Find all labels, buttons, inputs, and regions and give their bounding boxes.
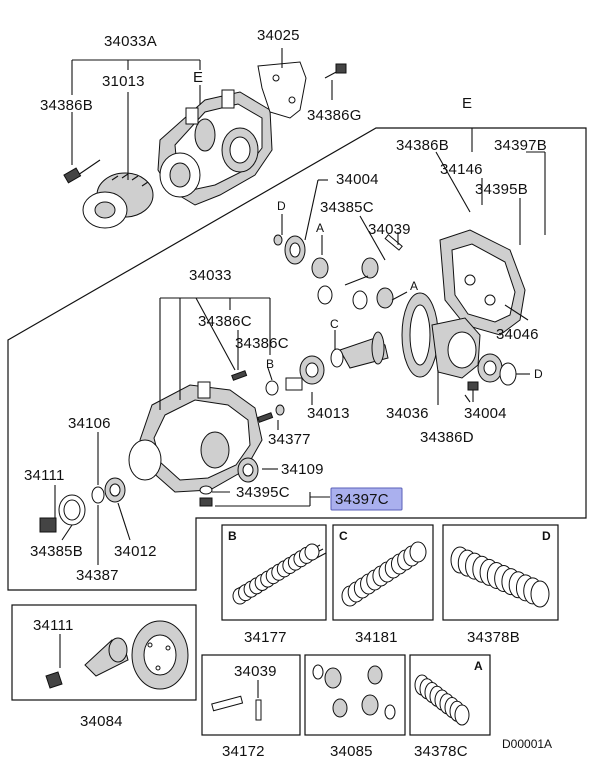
rear-cover-34046 <box>439 229 526 336</box>
footer-code: D00001A <box>502 737 552 751</box>
label-D-b: D <box>534 367 543 381</box>
label-A-b: A <box>410 279 418 293</box>
shim-set-b <box>232 543 327 605</box>
bolt-34386G <box>324 63 347 79</box>
panel-c-part: 34181 <box>355 629 398 646</box>
label-34385B: 34385B <box>30 543 83 560</box>
label-34386B-top: 34386B <box>40 97 93 114</box>
housing-34033 <box>128 381 263 493</box>
shim-ring <box>304 543 320 561</box>
exploded-view-frame <box>7 127 587 591</box>
panel-d-frame <box>442 524 559 621</box>
label-D-a: D <box>277 199 286 213</box>
panel-c-frame <box>332 524 434 621</box>
panel-shaft-part-top: 34039 <box>234 663 277 680</box>
label-34039: 34039 <box>368 221 411 238</box>
label-34397C: 34397C <box>335 491 389 508</box>
drive-pinion <box>285 331 389 391</box>
label-34036: 34036 <box>386 405 429 422</box>
panel-shaft-part: 34172 <box>222 743 265 760</box>
diff-internals <box>273 233 403 310</box>
seal-34109 <box>237 457 259 483</box>
label-34004-bottom: 34004 <box>464 405 507 422</box>
label-34386B-right: 34386B <box>396 137 449 154</box>
label-34109: 34109 <box>281 461 324 478</box>
label-34386C-a: 34386C <box>198 313 252 330</box>
highlight-34397C <box>330 487 403 511</box>
panel-diff-part: 34085 <box>330 743 373 760</box>
label-34386C-b: 34386C <box>235 335 289 352</box>
panel-d-letter: D <box>542 529 551 543</box>
shim-set-d <box>450 546 550 608</box>
label-31013: 31013 <box>102 73 145 90</box>
label-E-box: E <box>462 95 472 112</box>
label-A-a: A <box>316 221 324 235</box>
shim-ring <box>454 704 470 726</box>
label-34012: 34012 <box>114 543 157 560</box>
panel-a-letter: A <box>474 659 483 673</box>
label-34146: 34146 <box>440 161 483 178</box>
label-34013: 34013 <box>307 405 350 422</box>
shim-set-a <box>414 674 470 726</box>
panel-b-part: 34177 <box>244 629 287 646</box>
panel-c-letter: C <box>339 529 348 543</box>
label-34106: 34106 <box>68 415 111 432</box>
washer-34377 <box>265 380 285 416</box>
bearing-34004-right <box>477 353 530 386</box>
ring-gear-34036 <box>401 292 481 379</box>
label-34395C: 34395C <box>236 484 290 501</box>
label-34004-top: 34004 <box>336 171 379 188</box>
label-34395B: 34395B <box>475 181 528 198</box>
label-34377: 34377 <box>268 431 311 448</box>
shim-ring <box>530 580 550 608</box>
bolt-34386B-top <box>63 159 101 184</box>
panel-d-part: 34378B <box>467 629 520 646</box>
ring-pinion-34084 <box>45 620 189 690</box>
label-34033A: 34033A <box>104 33 157 50</box>
label-B-a: B <box>266 357 274 371</box>
panel-gear-part: 34084 <box>80 713 123 730</box>
label-34397B: 34397B <box>494 137 547 154</box>
label-34387: 34387 <box>76 567 119 584</box>
shaft-34172 <box>211 695 262 721</box>
bracket-34025 <box>257 61 307 119</box>
panel-a-frame <box>409 654 491 736</box>
front-mount-31013 <box>82 172 154 229</box>
label-C-a: C <box>330 317 339 331</box>
label-34025: 34025 <box>257 27 300 44</box>
label-34033: 34033 <box>189 267 232 284</box>
label-E-top: E <box>193 69 203 86</box>
panel-shaft-frame <box>201 654 301 736</box>
shim-set-c <box>341 541 427 607</box>
panel-diff-frame <box>304 654 406 736</box>
panel-a-part: 34378C <box>414 743 468 760</box>
panel-b-frame <box>221 524 327 621</box>
carrier-assembly-top <box>157 89 273 206</box>
label-34385C: 34385C <box>320 199 374 216</box>
bolt-34386D <box>467 381 479 402</box>
bolts-34386C <box>231 370 274 423</box>
panel-b-letter: B <box>228 529 237 543</box>
diff-set-34085 <box>312 664 396 720</box>
panel-gear-frame <box>11 604 197 701</box>
plug-34397C <box>199 485 213 507</box>
label-34386D: 34386D <box>420 429 474 446</box>
panel-gear-part-top: 34111 <box>33 617 74 634</box>
label-34111-main: 34111 <box>24 467 65 484</box>
label-34386G: 34386G <box>307 107 362 124</box>
shim-ring <box>409 541 427 563</box>
side-parts-left <box>39 477 126 533</box>
label-34046: 34046 <box>496 326 539 343</box>
labels: 34033A 34025 31013 34386B E 34386G E 343… <box>24 27 552 760</box>
